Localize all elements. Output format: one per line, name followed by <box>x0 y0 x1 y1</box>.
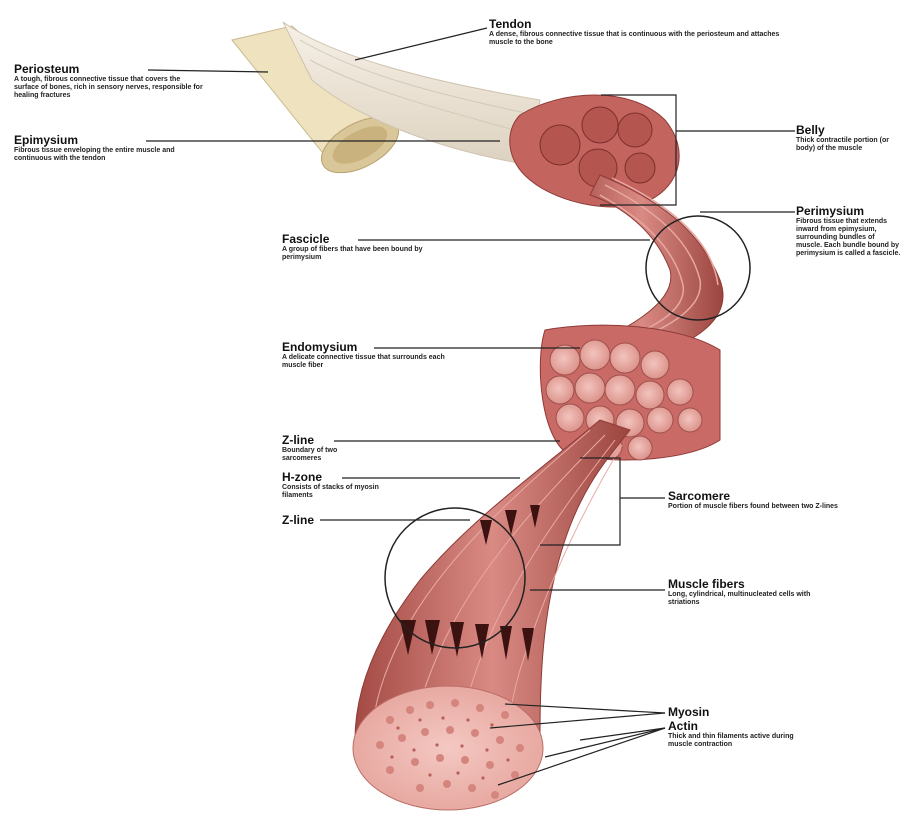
muscle-fiber-shape <box>355 420 630 740</box>
label-periosteum-title: Periosteum <box>14 63 204 76</box>
label-endomysium: Endomysium A delicate connective tissue … <box>282 341 462 370</box>
label-h-zone: H-zone Consists of stacks of myosin fila… <box>282 471 382 500</box>
label-endomysium-title: Endomysium <box>282 341 462 354</box>
label-sarcomere-title: Sarcomere <box>668 490 838 503</box>
label-muscle-fibers-desc: Long, cylindrical, multinucleated cells … <box>668 591 818 607</box>
label-fascicle: Fascicle A group of fibers that have bee… <box>282 233 452 262</box>
label-belly: Belly Thick contractile portion (or body… <box>796 124 896 153</box>
label-perimysium: Perimysium Fibrous tissue that extends i… <box>796 205 901 258</box>
label-belly-desc: Thick contractile portion (or body) of t… <box>796 137 896 153</box>
label-periosteum: Periosteum A tough, fibrous connective t… <box>14 63 204 100</box>
label-epimysium-title: Epimysium <box>14 134 184 147</box>
label-muscle-fibers-title: Muscle fibers <box>668 578 818 591</box>
label-z-line-1-desc: Boundary of two sarcomeres <box>282 447 352 463</box>
label-muscle-fibers: Muscle fibers Long, cylindrical, multinu… <box>668 578 818 607</box>
label-sarcomere-desc: Portion of muscle fibers found between t… <box>668 503 838 511</box>
label-endomysium-desc: A delicate connective tissue that surrou… <box>282 354 462 370</box>
label-z-line-1: Z-line Boundary of two sarcomeres <box>282 434 352 463</box>
label-epimysium-desc: Fibrous tissue enveloping the entire mus… <box>14 147 184 163</box>
label-perimysium-desc: Fibrous tissue that extends inward from … <box>796 218 901 258</box>
fascicle-cross-section <box>540 325 720 460</box>
label-tendon-title: Tendon <box>489 18 789 31</box>
label-h-zone-desc: Consists of stacks of myosin filaments <box>282 484 382 500</box>
label-sarcomere: Sarcomere Portion of muscle fibers found… <box>668 490 838 511</box>
label-perimysium-title: Perimysium <box>796 205 901 218</box>
label-actin-desc: Thick and thin filaments active during m… <box>668 733 818 749</box>
label-tendon-desc: A dense, fibrous connective tissue that … <box>489 31 789 47</box>
label-myosin-title: Myosin <box>668 706 748 719</box>
label-fascicle-title: Fascicle <box>282 233 452 246</box>
label-actin: Actin Thick and thin filaments active du… <box>668 720 818 749</box>
label-myosin: Myosin <box>668 706 748 719</box>
label-tendon: Tendon A dense, fibrous connective tissu… <box>489 18 789 47</box>
label-epimysium: Epimysium Fibrous tissue enveloping the … <box>14 134 184 163</box>
label-actin-title: Actin <box>668 720 818 733</box>
label-h-zone-title: H-zone <box>282 471 382 484</box>
label-z-line-2: Z-line <box>282 514 352 527</box>
label-z-line-1-title: Z-line <box>282 434 352 447</box>
label-fascicle-desc: A group of fibers that have been bound b… <box>282 246 452 262</box>
label-belly-title: Belly <box>796 124 896 137</box>
label-z-line-2-title: Z-line <box>282 514 352 527</box>
label-periosteum-desc: A tough, fibrous connective tissue that … <box>14 76 204 100</box>
